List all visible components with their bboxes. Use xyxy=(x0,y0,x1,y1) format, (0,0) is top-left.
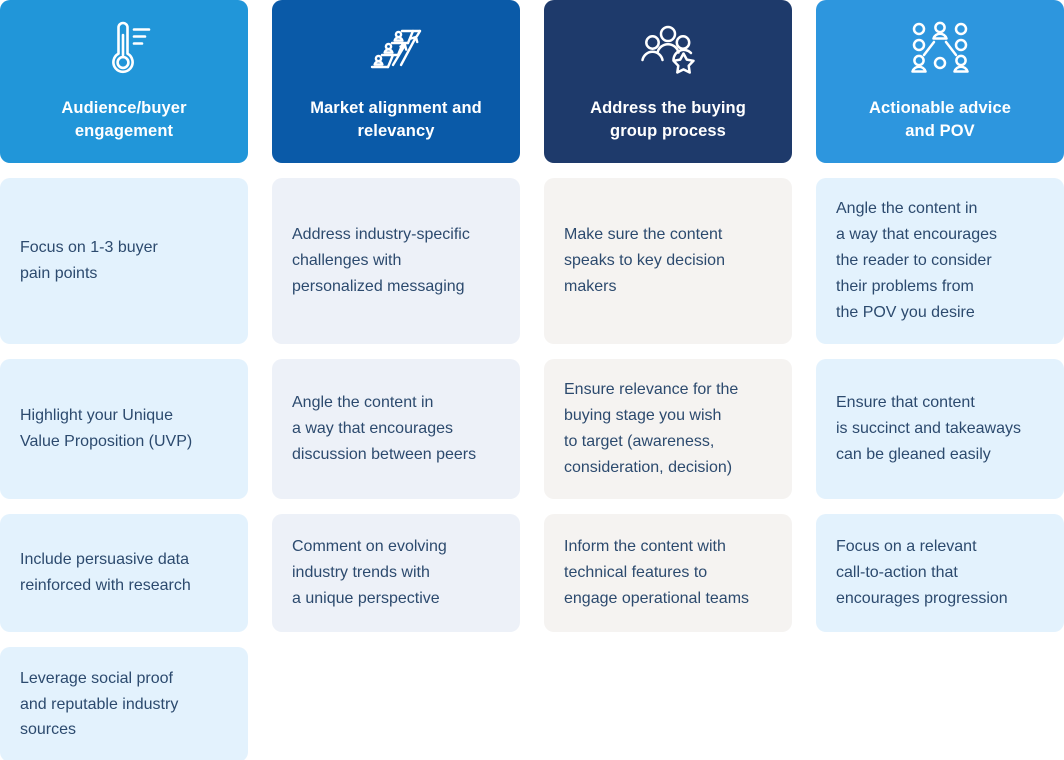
card-text: Comment on evolving industry trends with… xyxy=(292,538,447,607)
growth-steps-icon xyxy=(364,17,428,81)
card-col2-row1[interactable]: Address industry-specific challenges wit… xyxy=(272,178,520,344)
card-col1-row1[interactable]: Focus on 1-3 buyer pain points xyxy=(0,178,248,344)
card-text: Make sure the content speaks to key deci… xyxy=(564,226,725,295)
column-header-audience-buyer-engagement[interactable]: Audience/buyer engagement xyxy=(0,0,248,163)
card-col1-row2[interactable]: Highlight your Unique Value Proposition … xyxy=(0,359,248,499)
card-col3-row2[interactable]: Ensure relevance for the buying stage yo… xyxy=(544,359,792,499)
card-col1-row4[interactable]: Leverage social proof and reputable indu… xyxy=(0,647,248,760)
card-text: Include persuasive data reinforced with … xyxy=(20,551,191,594)
card-col2-row3[interactable]: Comment on evolving industry trends with… xyxy=(272,514,520,632)
card-text: Highlight your Unique Value Proposition … xyxy=(20,407,193,450)
card-col3-row3[interactable]: Inform the content with technical featur… xyxy=(544,514,792,632)
card-col1-row3[interactable]: Include persuasive data reinforced with … xyxy=(0,514,248,632)
column-header-actionable-advice-and-pov[interactable]: Actionable advice and POV xyxy=(816,0,1064,163)
card-col4-row3[interactable]: Focus on a relevant call-to-action that … xyxy=(816,514,1064,632)
people-group-star-icon xyxy=(636,17,700,81)
card-text: Focus on 1-3 buyer pain points xyxy=(20,239,158,282)
card-text: Address industry-specific challenges wit… xyxy=(292,226,470,295)
column-header-address-the-buying-group-process[interactable]: Address the buying group process xyxy=(544,0,792,163)
column-header-label: Audience/buyer engagement xyxy=(61,99,187,140)
card-col2-row2[interactable]: Angle the content in a way that encourag… xyxy=(272,359,520,499)
card-text: Ensure that content is succinct and take… xyxy=(836,394,1021,463)
column-header-label: Actionable advice and POV xyxy=(869,99,1011,140)
column-header-label: Market alignment and relevancy xyxy=(310,99,482,140)
card-text: Leverage social proof and reputable indu… xyxy=(20,669,179,739)
empty-slot-col3-row4 xyxy=(544,647,792,760)
card-col3-row1[interactable]: Make sure the content speaks to key deci… xyxy=(544,178,792,344)
card-text: Angle the content in a way that encourag… xyxy=(836,200,997,321)
network-people-icon xyxy=(908,17,972,81)
column-header-label: Address the buying group process xyxy=(590,99,746,140)
empty-slot-col2-row4 xyxy=(272,647,520,760)
empty-slot-col4-row4 xyxy=(816,647,1064,760)
card-col4-row1[interactable]: Angle the content in a way that encourag… xyxy=(816,178,1064,344)
card-text: Inform the content with technical featur… xyxy=(564,538,750,607)
card-text: Angle the content in a way that encourag… xyxy=(292,394,477,463)
card-text: Focus on a relevant call-to-action that … xyxy=(836,538,1008,607)
card-text: Ensure relevance for the buying stage yo… xyxy=(564,381,739,476)
column-header-market-alignment-and-relevancy[interactable]: Market alignment and relevancy xyxy=(272,0,520,163)
thermometer-icon xyxy=(92,17,156,81)
card-col4-row2[interactable]: Ensure that content is succinct and take… xyxy=(816,359,1064,499)
